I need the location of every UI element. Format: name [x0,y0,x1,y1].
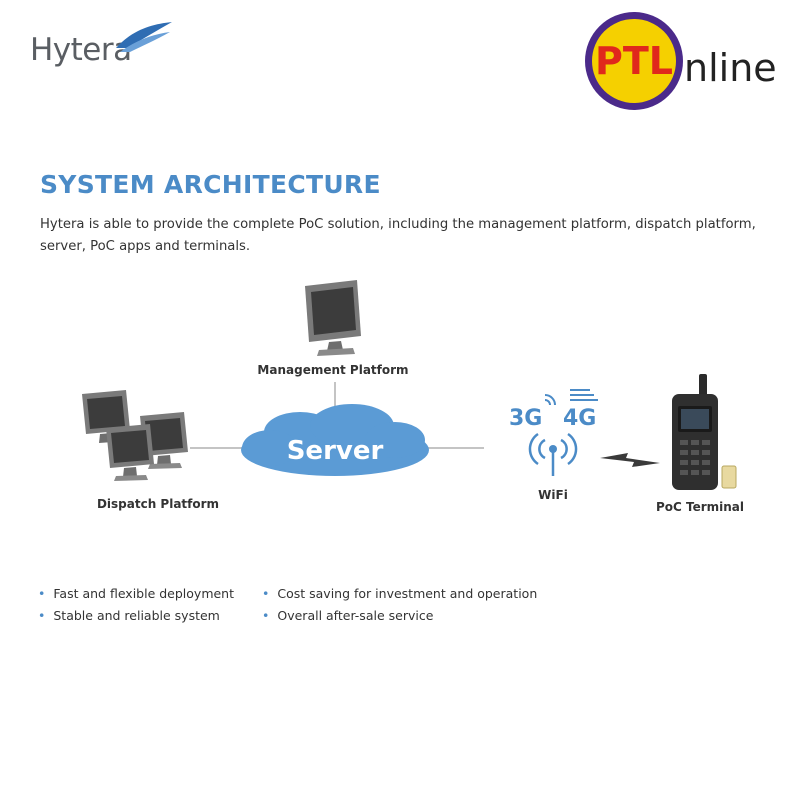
management-platform-label: Management Platform [257,363,408,377]
bullet-icon: • [262,608,270,623]
wireless-link-icon [600,453,660,467]
bullet-icon: • [38,586,46,601]
bullet-icon: • [38,608,46,623]
poc-terminal-label: PoC Terminal [656,500,744,514]
management-monitor-icon [305,280,361,356]
hytera-wing-icon [116,22,172,52]
network-3g-label: 3G [509,406,542,431]
poc-terminal-icon [672,374,737,490]
4g-signal-icon [570,389,598,401]
network-4g-label: 4G [563,406,596,431]
wifi-label: WiFi [538,488,568,502]
server-cloud-icon [241,404,429,476]
ptl-circle-icon: PTL [585,12,683,110]
3g-signal-icon [544,394,556,406]
dispatch-monitors-icon [82,390,188,481]
architecture-diagram: Management Platform Server Dispatch Plat… [82,280,744,514]
feature-item: •Stable and reliable system [38,608,220,623]
wifi-antenna-icon [528,432,578,476]
intro-text: Hytera is able to provide the complete P… [40,217,756,254]
hytera-logo-text: Hytera [30,32,132,68]
bullet-icon: • [262,586,270,601]
page-title: SYSTEM ARCHITECTURE [40,170,381,199]
ptl-online-suffix: nline [684,46,777,90]
server-label: Server [287,436,384,466]
feature-item: •Overall after-sale service [262,608,434,623]
feature-item: •Fast and flexible deployment [38,586,235,601]
wifi-antenna-dot [549,445,557,453]
feature-item: •Cost saving for investment and operatio… [262,586,538,601]
dispatch-platform-label: Dispatch Platform [97,497,219,511]
hytera-logo: Hytera [30,18,172,78]
ptl-letters: PTL [595,39,673,83]
ptl-online-logo: PTL nline [582,4,792,114]
